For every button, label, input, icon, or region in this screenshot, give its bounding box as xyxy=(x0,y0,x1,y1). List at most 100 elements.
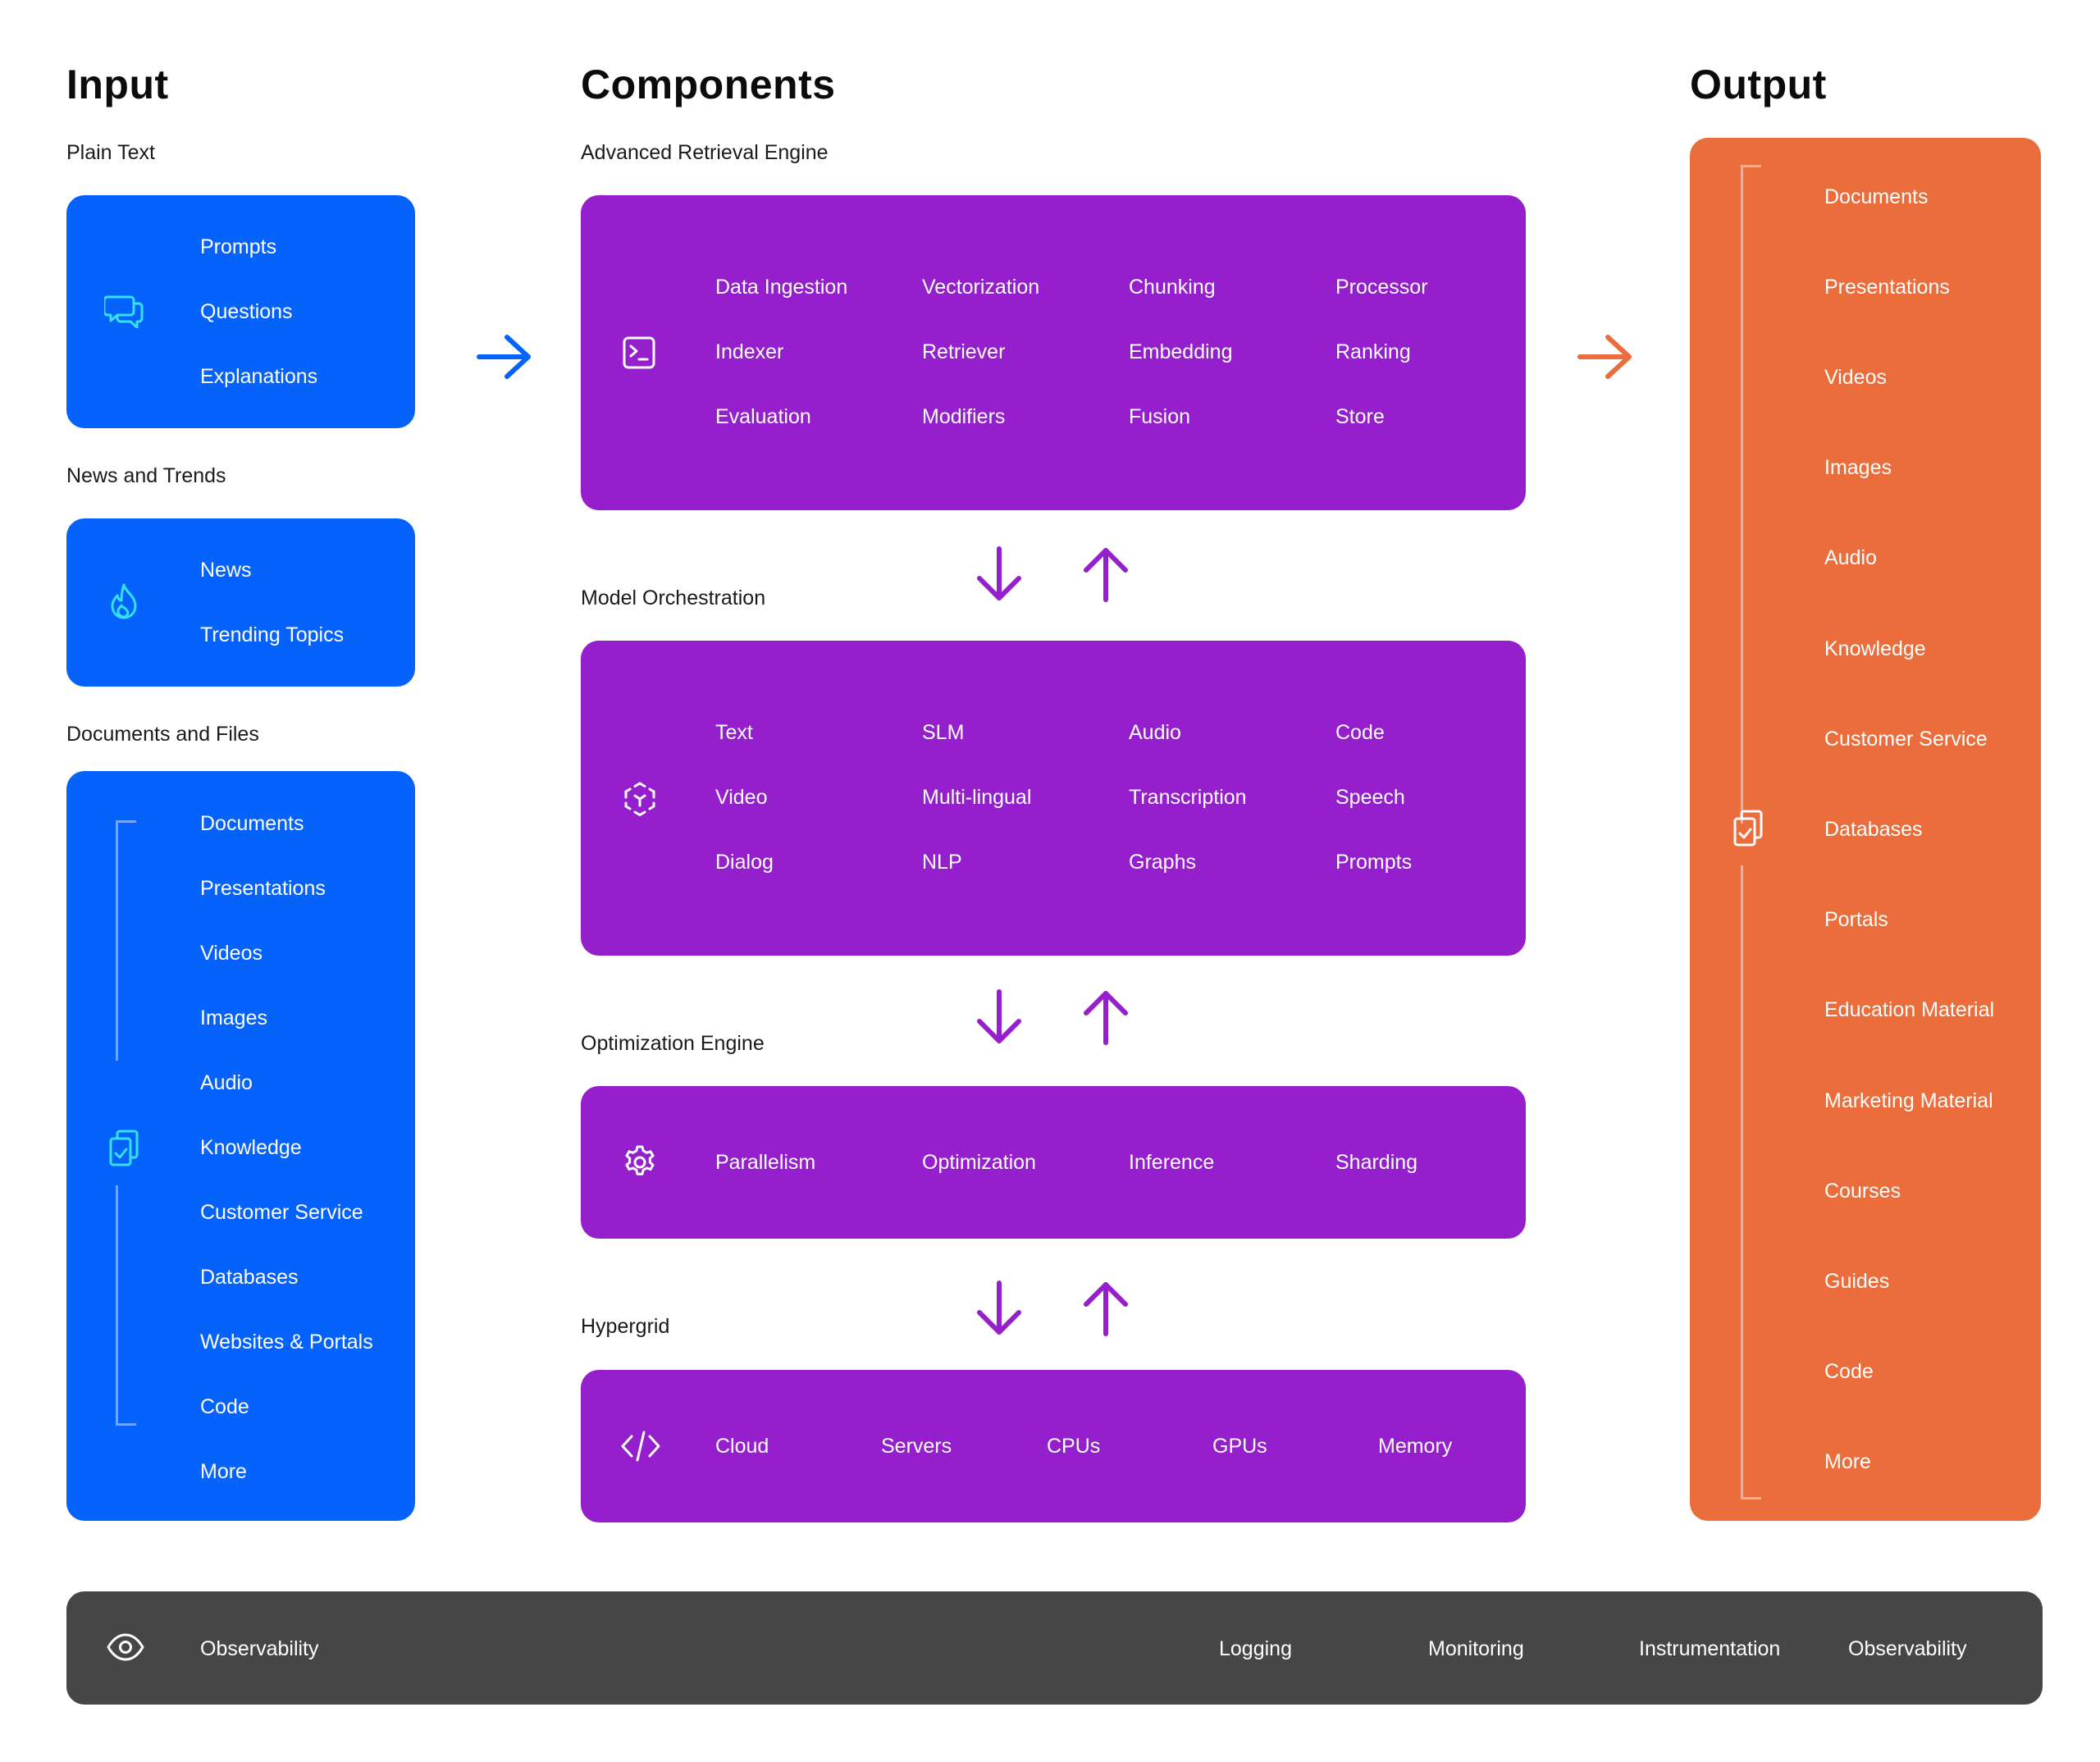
documents-files-caption: Documents and Files xyxy=(66,723,259,746)
grid-item: Cloud xyxy=(715,1435,769,1458)
list-item: Videos xyxy=(1824,366,1887,389)
clipboard-check-icon xyxy=(1733,810,1763,847)
list-item: News xyxy=(200,559,252,582)
list-item: Marketing Material xyxy=(1824,1089,1993,1112)
code-brackets-icon xyxy=(621,1431,660,1462)
arrow-up-icon xyxy=(1084,991,1128,1045)
chat-bubbles-icon xyxy=(104,295,144,328)
grid-item: Embedding xyxy=(1129,340,1233,363)
arrow-down-icon xyxy=(977,1280,1021,1335)
hypergrid-caption: Hypergrid xyxy=(581,1315,670,1338)
list-item: Knowledge xyxy=(200,1136,302,1159)
bracket-line xyxy=(1741,165,1761,824)
grid-item: Fusion xyxy=(1129,405,1191,428)
grid-item: Dialog xyxy=(715,851,774,874)
list-item: Customer Service xyxy=(200,1201,363,1224)
list-item: More xyxy=(1824,1450,1871,1473)
grid-item: Audio xyxy=(1129,721,1181,744)
news-trends-caption: News and Trends xyxy=(66,464,226,487)
grid-item: NLP xyxy=(922,851,962,874)
observability-item: Instrumentation xyxy=(1639,1637,1781,1660)
model-orchestration-caption: Model Orchestration xyxy=(581,587,766,609)
bracket-line xyxy=(116,1185,136,1426)
grid-item: Code xyxy=(1335,721,1385,744)
arrow-right-icon xyxy=(1577,335,1632,379)
arrow-up-icon xyxy=(1084,1282,1128,1336)
grid-item: Parallelism xyxy=(715,1151,816,1174)
list-item: Databases xyxy=(1824,818,1923,841)
list-item: Websites & Portals xyxy=(200,1331,373,1353)
grid-item: Text xyxy=(715,721,753,744)
optimization-engine-caption: Optimization Engine xyxy=(581,1032,765,1055)
list-item: Customer Service xyxy=(1824,728,1988,751)
observability-label: Observability xyxy=(200,1637,319,1660)
grid-item: Inference xyxy=(1129,1151,1215,1174)
bracket-line xyxy=(116,820,136,1061)
observability-bar: Observability Logging Monitoring Instrum… xyxy=(66,1591,2043,1705)
grid-item: Video xyxy=(715,786,768,809)
grid-item: Retriever xyxy=(922,340,1006,363)
grid-item: Indexer xyxy=(715,340,784,363)
grid-item: Modifiers xyxy=(922,405,1006,428)
grid-item: Data Ingestion xyxy=(715,276,848,299)
list-item: Explanations xyxy=(200,365,318,388)
grid-item: Ranking xyxy=(1335,340,1411,363)
list-item: Portals xyxy=(1824,908,1888,931)
gear-icon xyxy=(625,1145,655,1175)
list-item: Presentations xyxy=(200,877,326,900)
fire-icon xyxy=(111,583,137,619)
eye-icon xyxy=(107,1633,144,1661)
grid-item: Chunking xyxy=(1129,276,1216,299)
arrow-up-icon xyxy=(1084,548,1128,602)
grid-item: Vectorization xyxy=(922,276,1040,299)
list-item: Databases xyxy=(200,1266,299,1289)
list-item: Guides xyxy=(1824,1270,1890,1293)
cube-scan-icon xyxy=(624,782,655,816)
grid-item: SLM xyxy=(922,721,965,744)
model-orchestration-card: Text SLM Audio Code Video Multi-lingual … xyxy=(581,641,1526,956)
list-item: Code xyxy=(1824,1360,1874,1383)
retrieval-engine-card: Data Ingestion Vectorization Chunking Pr… xyxy=(581,195,1526,510)
terminal-icon xyxy=(623,336,655,369)
list-item: More xyxy=(200,1460,247,1483)
news-trends-card: News Trending Topics xyxy=(66,518,415,687)
output-card: Documents Presentations Videos Images Au… xyxy=(1690,138,2041,1521)
optimization-engine-card: Parallelism Optimization Inference Shard… xyxy=(581,1086,1526,1239)
grid-item: Graphs xyxy=(1129,851,1196,874)
observability-item: Observability xyxy=(1848,1637,1967,1660)
grid-item: Servers xyxy=(881,1435,952,1458)
list-item: Images xyxy=(1824,456,1892,479)
list-item: Presentations xyxy=(1824,276,1950,299)
grid-item: Store xyxy=(1335,405,1385,428)
list-item: Videos xyxy=(200,942,262,965)
arrow-down-icon xyxy=(977,989,1021,1043)
plain-text-caption: Plain Text xyxy=(66,141,155,164)
list-item: Documents xyxy=(1824,185,1929,208)
clipboard-check-icon xyxy=(109,1130,139,1166)
grid-item: Transcription xyxy=(1129,786,1247,809)
list-item: Questions xyxy=(200,300,293,323)
list-item: Education Material xyxy=(1824,998,1995,1021)
list-item: Trending Topics xyxy=(200,623,345,646)
grid-item: GPUs xyxy=(1212,1435,1267,1458)
list-item: Prompts xyxy=(200,235,277,258)
retrieval-engine-caption: Advanced Retrieval Engine xyxy=(581,141,829,164)
list-item: Audio xyxy=(1824,546,1877,569)
documents-files-card: Documents Presentations Videos Images Au… xyxy=(66,771,415,1521)
hypergrid-card: Cloud Servers CPUs GPUs Memory xyxy=(581,1370,1526,1522)
observability-item: Monitoring xyxy=(1428,1637,1524,1660)
output-heading: Output xyxy=(1690,62,1827,107)
plain-text-card: Prompts Questions Explanations xyxy=(66,195,415,428)
arrow-right-icon xyxy=(477,335,531,379)
observability-item: Logging xyxy=(1219,1637,1292,1660)
grid-item: Optimization xyxy=(922,1151,1036,1174)
grid-item: Evaluation xyxy=(715,405,811,428)
input-heading: Input xyxy=(66,62,169,107)
grid-item: Sharding xyxy=(1335,1151,1418,1174)
grid-item: Prompts xyxy=(1335,851,1413,874)
list-item: Knowledge xyxy=(1824,637,1926,660)
list-item: Documents xyxy=(200,812,304,835)
grid-item: CPUs xyxy=(1047,1435,1101,1458)
components-heading: Components xyxy=(581,62,836,107)
list-item: Code xyxy=(200,1395,249,1418)
